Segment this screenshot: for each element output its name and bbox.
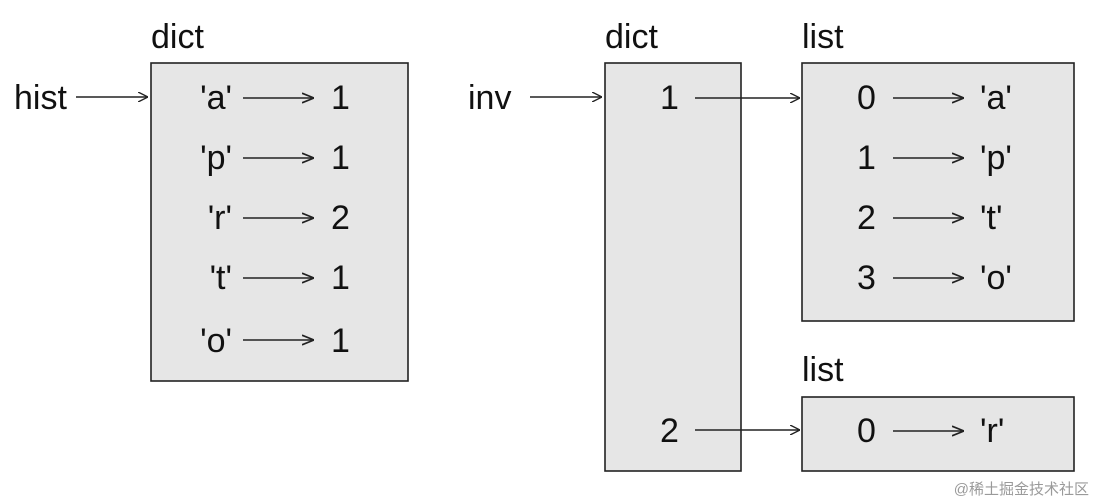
list-1-box [801,62,1075,322]
watermark: @稀土掘金技术社区 [953,481,1089,498]
hist-dict-type-label: dict [151,18,204,56]
hist-value: 1 [331,139,350,177]
hist-value: 1 [331,322,350,360]
inv-key: 2 [660,412,679,450]
list-2-box [801,396,1075,472]
list-value: 't' [980,199,1002,237]
inv-var-label: inv [468,79,511,117]
inv-dict-box [604,62,742,472]
hist-key: 'a' [200,79,232,117]
inv-dict-group: dict inv 1 2 [468,18,800,472]
hist-var-label: hist [14,79,67,117]
list-value: 'r' [980,412,1004,450]
list-index: 0 [857,79,876,117]
list-index: 0 [857,412,876,450]
list-2-group: list 0 'r' [801,351,1075,472]
hist-dict-group: dict hist 'a' 1 'p' 1 'r' 2 't' 1 'o' 1 [14,18,409,382]
hist-key: 't' [210,259,232,297]
list-1-group: list 0 'a' 1 'p' 2 't' 3 'o' [801,18,1075,322]
list-value: 'a' [980,79,1012,117]
hist-value: 1 [331,259,350,297]
inv-dict-type-label: dict [605,18,658,56]
list-2-type-label: list [802,351,844,389]
hist-key: 'p' [200,139,232,177]
hist-key: 'o' [200,322,232,360]
list-index: 2 [857,199,876,237]
hist-dict-box [150,62,409,382]
list-index: 3 [857,259,876,297]
inv-key: 1 [660,79,679,117]
list-index: 1 [857,139,876,177]
list-value: 'p' [980,139,1012,177]
list-1-type-label: list [802,18,844,56]
list-value: 'o' [980,259,1012,297]
hist-value: 2 [331,199,350,237]
hist-key: 'r' [208,199,232,237]
hist-value: 1 [331,79,350,117]
